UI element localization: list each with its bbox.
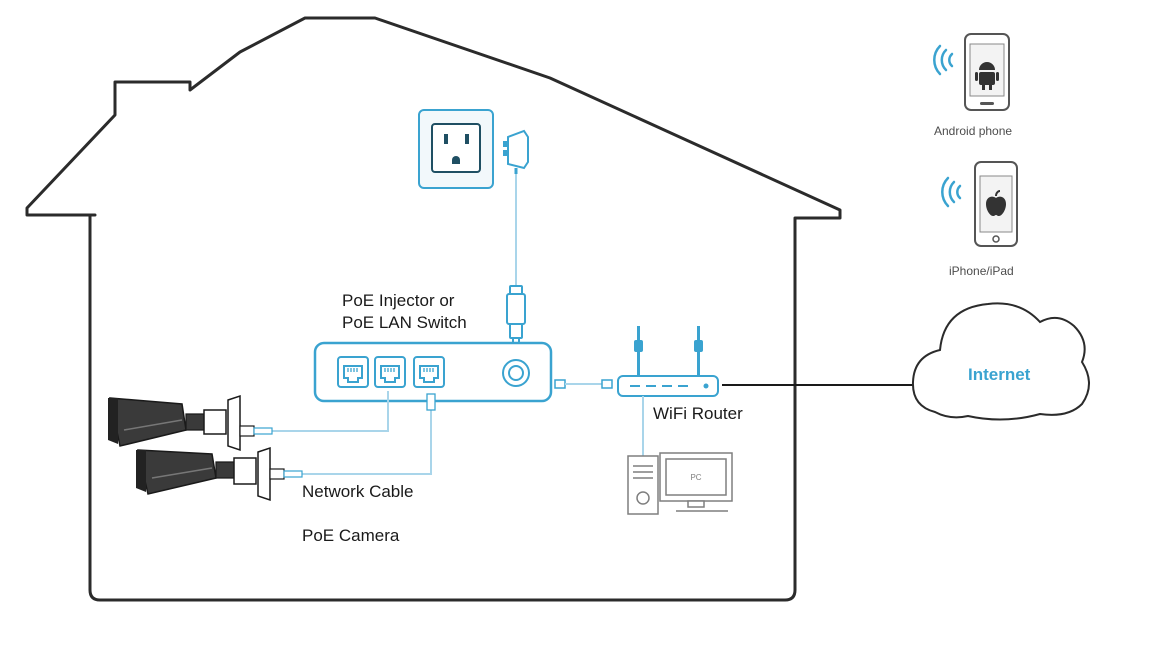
- android-phone-label: Android phone: [934, 124, 1013, 138]
- power-adapter-icon: [503, 129, 529, 174]
- pc-icon: [627, 452, 733, 515]
- injector-label-line2: PoE LAN Switch: [342, 313, 467, 332]
- house-outline: [25, 16, 842, 602]
- iphone-icon: [974, 161, 1018, 247]
- poe-camera-label: PoE Camera: [302, 526, 400, 545]
- iphone-label: iPhone/iPad: [949, 264, 1014, 278]
- switch-router-cable: [554, 379, 613, 389]
- android-phone-icon: [964, 33, 1010, 111]
- wall-outlet-icon: [418, 109, 494, 189]
- wifi-signal-icon: [941, 176, 962, 208]
- dc-plug-icon: [506, 285, 526, 355]
- internet-label: Internet: [968, 365, 1031, 384]
- router-label: WiFi Router: [653, 404, 743, 423]
- cloud-icon: [911, 302, 1090, 421]
- bullet-camera-icon: [108, 394, 273, 452]
- poe-switch-icon: [313, 341, 553, 403]
- ethernet-port-icon: [337, 356, 445, 388]
- pc-screen-label: PC: [690, 473, 701, 482]
- injector-label-line1: PoE Injector or: [342, 291, 455, 310]
- router-icon: [617, 326, 719, 397]
- bullet-camera-icon: [136, 446, 303, 502]
- rj45-plug-icon: [426, 393, 436, 411]
- wifi-signal-icon: [933, 44, 954, 76]
- network-cable-label: Network Cable: [302, 482, 414, 501]
